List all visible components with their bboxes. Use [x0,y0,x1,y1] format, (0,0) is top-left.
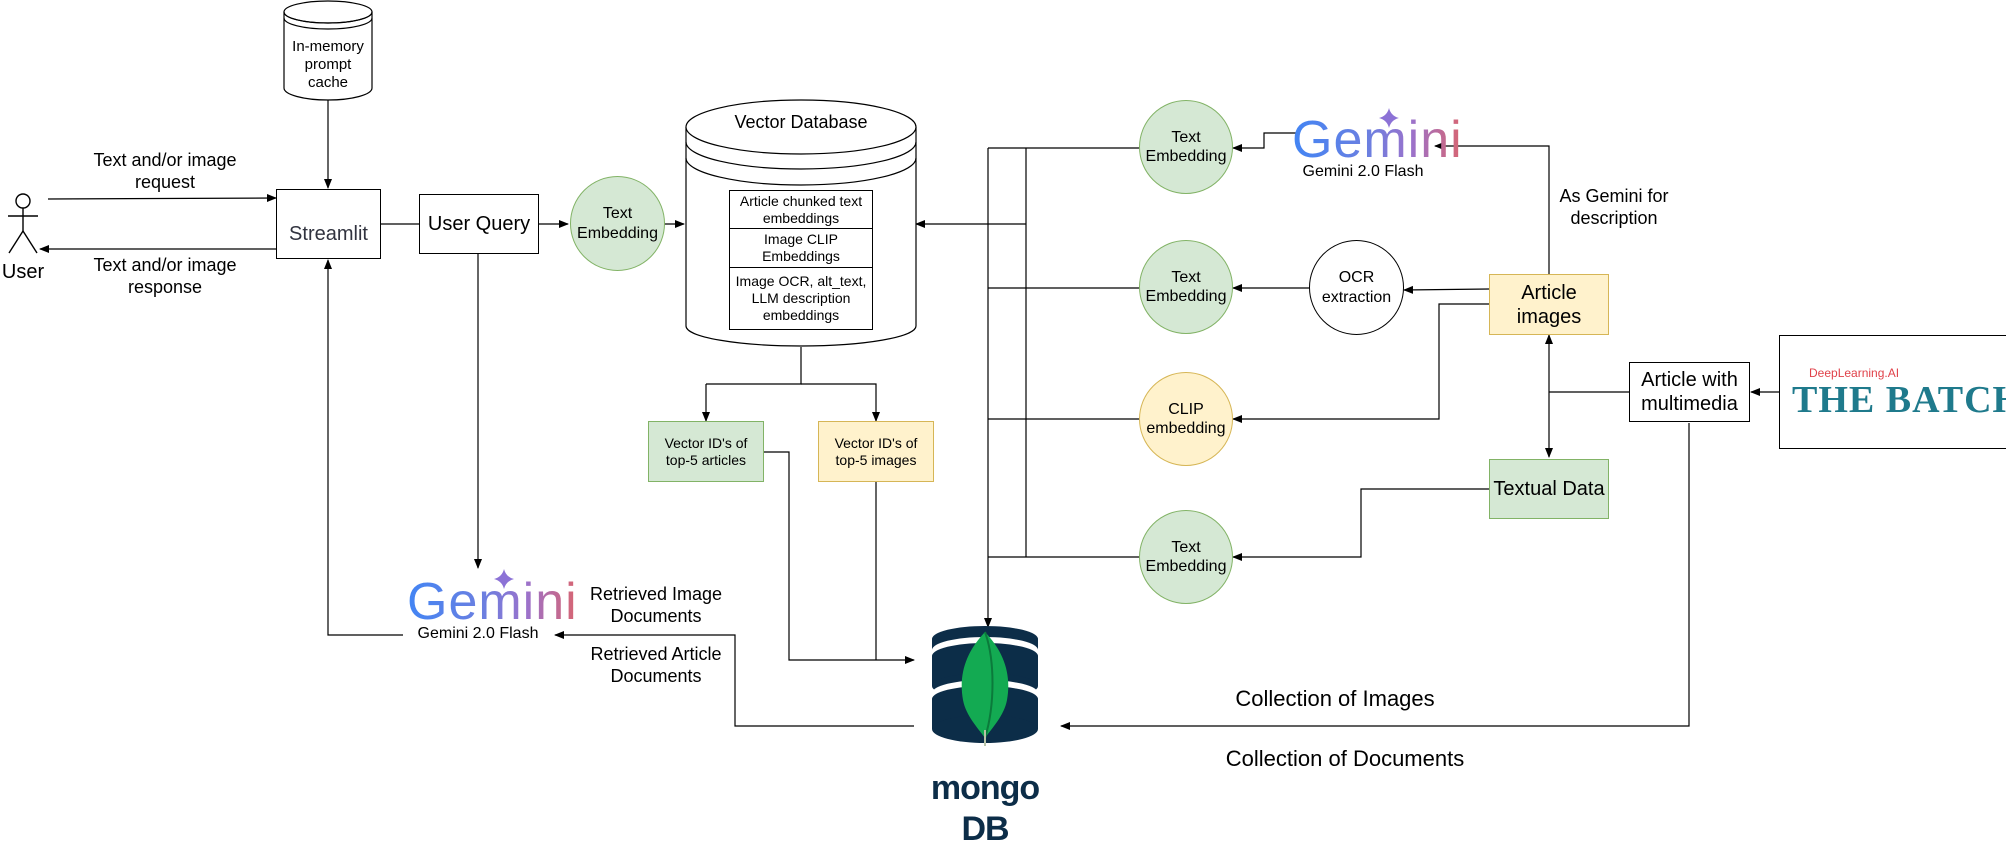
cache-label: In-memory prompt cache [292,38,364,91]
arrow-textual-text3 [1232,488,1489,561]
arrow-images-ocr [1403,285,1490,294]
arrow-images-gemini [1434,142,1550,274]
text-embedding-textual[interactable]: Text Embedding [1139,510,1233,604]
ocr-extraction-node[interactable]: OCR extraction [1309,240,1404,335]
gemini-logo-top: Gemini [1292,111,1463,169]
gemini-caption-bottom: Gemini 2.0 Flash [417,625,539,642]
streamlit-node[interactable]: Streamlit [276,189,381,259]
deeplearning-brand: DeepLearning.AI [1809,366,1900,380]
top-articles-node[interactable]: Vector ID's of top-5 articles [648,421,764,482]
user-query-node[interactable]: User Query [419,194,539,254]
retrieved-articles-label: Retrieved Article Documents [590,644,722,686]
arrow-split-images [801,383,880,422]
response-label: Text and/or image response [93,255,237,297]
article-multimedia-node[interactable]: Article with multimedia [1629,362,1750,422]
arrow-gemini-text1 [1232,132,1296,152]
gemini-caption-top: Gemini 2.0 Flash [1302,163,1424,180]
user-label: User [1,261,45,283]
vector-db-table: Article chunked text embeddings Image CL… [729,190,873,330]
arrow-request [47,194,277,203]
arrow-mongo-gemini [554,631,914,727]
vector-db-row: Article chunked text embeddings [730,191,872,229]
gemini-sparkle-icon [494,569,514,589]
ask-gemini-label: As Gemini for description [1559,186,1669,228]
arrow-multimedia-mongo [1060,423,1690,730]
connectors [39,100,1779,730]
line-vectordb-split [706,347,802,385]
top-images-node[interactable]: Vector ID's of top-5 images [818,421,934,482]
article-images-node[interactable]: Article images [1489,274,1609,335]
the-batch-logo [1779,335,2006,449]
text-embedding-gemini[interactable]: Text Embedding [1139,100,1233,194]
retrieved-images-label: Retrieved Image Documents [589,584,723,626]
vector-db-row: Image CLIP Embeddings [730,229,872,268]
textual-data-node[interactable]: Textual Data [1489,459,1609,519]
cache-cylinder [283,0,373,101]
arrow-images-clip [1232,303,1489,423]
query-text-embedding[interactable]: Text Embedding [570,176,665,271]
gemini-sparkle-icon [1379,108,1399,128]
gemini-logo-bottom: Gemini [407,573,578,631]
vector-db-title: Vector Database [734,112,868,132]
user-icon [8,193,38,254]
arrow-articles-mongo [764,451,915,664]
text-embedding-ocr[interactable]: Text Embedding [1139,240,1233,334]
collection-documents-label: Collection of Documents [1225,746,1465,771]
mongodb-wordmark: mongo DB [930,769,1040,848]
clip-embedding[interactable]: CLIP embedding [1139,372,1233,466]
request-label: Text and/or image request [93,150,237,192]
arrow-gemini-streamlit [324,259,403,636]
the-batch-title: THE BATCH [1792,379,2006,421]
mongodb-logo [932,626,1038,746]
streamlit-wordmark: Streamlit [289,223,368,245]
vector-db-row: Image OCR, alt_text, LLM description emb… [735,273,867,323]
leaf-icon [961,632,1009,738]
collection-images-label: Collection of Images [1235,686,1435,711]
